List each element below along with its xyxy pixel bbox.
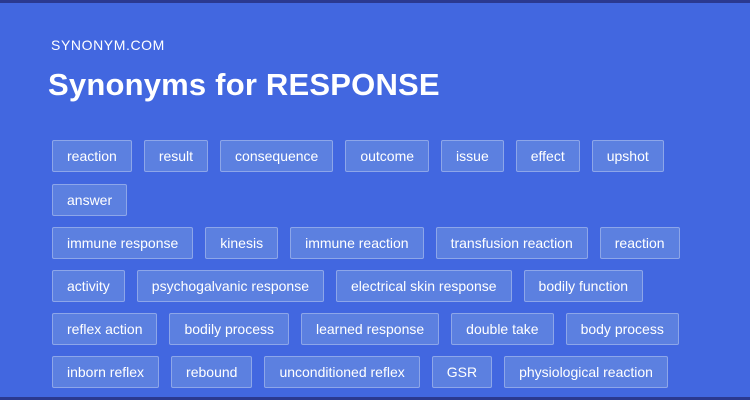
synonym-tag[interactable]: reaction — [599, 227, 680, 259]
synonym-tag[interactable]: inborn reflex — [52, 356, 160, 388]
synonym-row: activity psychogalvanic response electrica… — [52, 270, 710, 302]
synonym-tag[interactable]: immune reaction — [290, 227, 424, 259]
synonym-tag[interactable]: unconditioned reflex — [264, 356, 420, 388]
bottom-edge-bar — [0, 397, 750, 400]
synonym-tag[interactable]: transfusion reaction — [435, 227, 588, 259]
synonym-row: immune response kinesis immune reaction tra… — [52, 227, 710, 259]
synonym-tag[interactable]: double take — [451, 313, 554, 345]
site-brand[interactable]: SYNONYM.COM — [51, 37, 165, 53]
synonym-tag[interactable]: electrical skin response — [336, 270, 512, 302]
synonym-row: reflex action bodily process learned respo… — [52, 313, 710, 345]
page-title: Synonyms for RESPONSE — [48, 67, 440, 102]
synonym-tag[interactable]: reflex action — [52, 313, 158, 345]
synonym-row: reaction result consequence outcome issue eff… — [52, 140, 710, 216]
synonym-tag[interactable]: bodily process — [169, 313, 289, 345]
synonym-tag[interactable]: immune response — [52, 227, 194, 259]
synonym-tag[interactable]: effect — [515, 140, 580, 172]
synonym-tag[interactable]: learned response — [300, 313, 440, 345]
synonym-tag[interactable]: GSR — [431, 356, 493, 388]
synonym-tag[interactable]: kinesis — [205, 227, 279, 259]
synonym-tag[interactable]: issue — [441, 140, 504, 172]
synonym-tag[interactable]: reaction — [52, 140, 132, 172]
synonym-tag[interactable]: result — [143, 140, 209, 172]
synonym-tag[interactable]: upshot — [591, 140, 664, 172]
synonym-tag[interactable]: body process — [565, 313, 679, 345]
synonym-tag[interactable]: psychogalvanic response — [136, 270, 325, 302]
synonym-tag-list: reaction result consequence outcome issue eff… — [52, 140, 710, 399]
synonym-tag[interactable]: activity — [52, 270, 125, 302]
synonym-tag[interactable]: bodily function — [523, 270, 644, 302]
synonym-tag[interactable]: answer — [52, 184, 128, 216]
synonym-tag[interactable]: consequence — [220, 140, 334, 172]
top-edge-bar — [0, 0, 750, 3]
synonym-row: inborn reflex rebound unconditioned reflex… — [52, 356, 710, 388]
synonym-tag[interactable]: outcome — [345, 140, 430, 172]
synonym-tag[interactable]: physiological reaction — [504, 356, 668, 388]
synonym-tag[interactable]: rebound — [171, 356, 253, 388]
